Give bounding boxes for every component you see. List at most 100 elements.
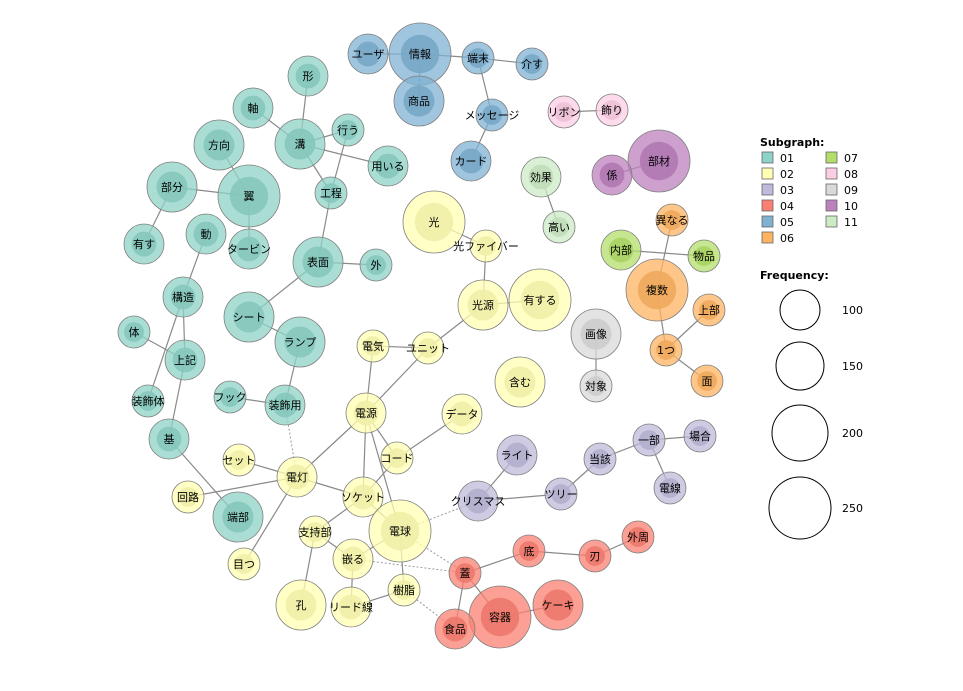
node-core <box>284 128 316 160</box>
nodes-layer: ユーザ情報端末介す商品メッセージカードリボン飾り部材係効果高い異なる内部物品複数… <box>117 22 726 650</box>
legend-subgraph-label: 04 <box>780 200 794 213</box>
node: 溝 <box>274 118 326 170</box>
node: 動 <box>185 213 227 255</box>
node-label: 表面 <box>307 255 329 269</box>
node-core <box>554 102 574 122</box>
node: フック <box>214 380 247 414</box>
node-core <box>465 488 491 514</box>
node: 一部 <box>632 423 666 457</box>
node-label: 光 <box>429 215 440 229</box>
node-core <box>222 501 254 533</box>
node: 対象 <box>579 369 613 403</box>
node: シート <box>223 291 275 343</box>
node-core <box>400 34 440 74</box>
node-label: 構造 <box>172 290 194 304</box>
node: カード <box>450 140 492 182</box>
node-core <box>229 176 269 216</box>
node: ソケット <box>341 476 385 518</box>
node-core <box>172 347 198 373</box>
node-label: 端部 <box>227 510 249 524</box>
legend-subgraph-label: 02 <box>780 168 794 181</box>
node: 有する <box>508 268 572 332</box>
node-label: 係 <box>607 169 618 182</box>
node: 部材 <box>627 129 691 193</box>
legend-swatch <box>825 199 838 212</box>
node-core <box>442 616 468 642</box>
node-core <box>229 450 249 470</box>
node-core <box>203 129 235 161</box>
legend-frequency-circle <box>779 289 821 331</box>
legend-swatch <box>761 183 774 196</box>
node-label: 複数 <box>646 283 668 297</box>
legend-subgraph-title: Subgraph: <box>760 136 824 149</box>
node: 外 <box>359 248 393 282</box>
node: 方向 <box>193 119 245 171</box>
node-label: 飾り <box>601 104 623 117</box>
node: 嵌る <box>332 538 374 580</box>
node-label: 1つ <box>657 344 675 357</box>
node: 装飾体 <box>132 384 165 418</box>
node-core <box>476 236 496 256</box>
node: ランプ <box>274 316 326 368</box>
node: 基 <box>148 418 190 460</box>
node: 商品 <box>393 75 445 127</box>
node: 画像 <box>570 308 622 360</box>
node-core <box>522 54 542 74</box>
node-core <box>580 318 612 350</box>
node: 電気 <box>356 329 390 363</box>
node: 面 <box>690 364 724 398</box>
node: 含む <box>494 356 546 408</box>
node-label: 有す <box>133 237 155 251</box>
node: 係 <box>591 154 633 196</box>
node: 光源 <box>457 279 509 331</box>
legend-swatch <box>761 215 774 228</box>
node-core <box>449 401 475 427</box>
node-label: 外周 <box>627 531 649 544</box>
node-core <box>338 594 364 620</box>
node-label: リード線 <box>329 600 373 614</box>
node-core <box>690 426 710 446</box>
node: 翼 <box>217 164 281 228</box>
node: 表面 <box>292 236 344 288</box>
legend-swatch <box>761 167 774 180</box>
node: ツリー <box>545 477 578 511</box>
node-label: ユニット <box>406 342 450 355</box>
node-core <box>234 554 254 574</box>
node-label: 高い <box>548 220 570 234</box>
legend-subgraph-label: 10 <box>844 200 858 213</box>
legend-swatch <box>761 151 774 164</box>
node-core <box>551 484 571 504</box>
node: 食品 <box>434 608 476 650</box>
node-label: ユーザ <box>352 48 385 61</box>
node: 情報 <box>388 22 452 86</box>
node-label: ランプ <box>284 336 317 349</box>
legend-frequency-label: 100 <box>842 304 863 317</box>
node: 飾り <box>595 93 629 127</box>
node-label: 含む <box>509 375 531 389</box>
node-core <box>284 464 310 490</box>
node-label: 容器 <box>489 610 511 624</box>
node-label: ライト <box>501 449 534 462</box>
node-core <box>639 430 659 450</box>
node: 効果 <box>520 156 562 198</box>
legend-frequency-label: 200 <box>842 427 863 440</box>
node-label: 底 <box>524 544 535 558</box>
node-label: 面 <box>702 375 713 388</box>
node-core <box>387 448 407 468</box>
node: クリスマス <box>451 480 505 522</box>
node-label: 外 <box>371 259 382 272</box>
node-label: 部分 <box>161 180 183 194</box>
node-label: 内部 <box>610 243 632 257</box>
node-label: 目つ <box>233 558 255 571</box>
node: 当該 <box>583 442 617 476</box>
node-label: ケーキ <box>542 599 575 612</box>
node-core <box>193 221 219 247</box>
legend-subgraph-label: 01 <box>780 152 794 165</box>
node: リード線 <box>329 586 373 628</box>
node-label: メッセージ <box>465 109 520 122</box>
node-label: 装飾体 <box>132 394 165 408</box>
node: 形 <box>287 55 329 97</box>
node-label: シート <box>233 311 266 324</box>
